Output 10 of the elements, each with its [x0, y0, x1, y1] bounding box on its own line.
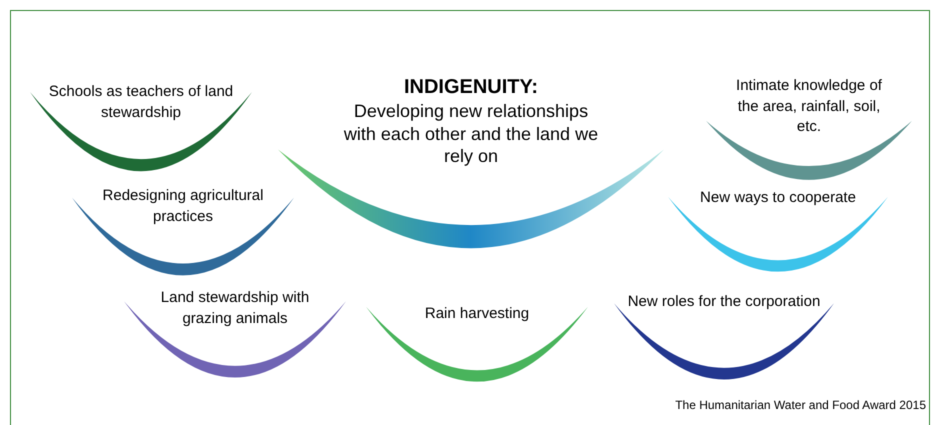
heading-text: INDIGENUITY: [404, 75, 538, 100]
node-text: New ways to cooperate [700, 188, 856, 208]
source-note: The Humanitarian Water and Food Award 2015 [675, 397, 926, 414]
node-text: Redesigning agricultural practices [102, 186, 264, 227]
node-text: Rain harvesting [424, 304, 530, 324]
node-text: Schools as teachers of land stewardship [48, 82, 234, 123]
node-text: Land stewardship with grazing animals [160, 288, 310, 329]
node-text: Intimate knowledge of the area, rainfall, soil, etc. [735, 76, 883, 138]
node-text: New roles for the corporation [628, 292, 820, 312]
node-text: Developing new relationships with each other and the land we rely on [342, 100, 600, 168]
